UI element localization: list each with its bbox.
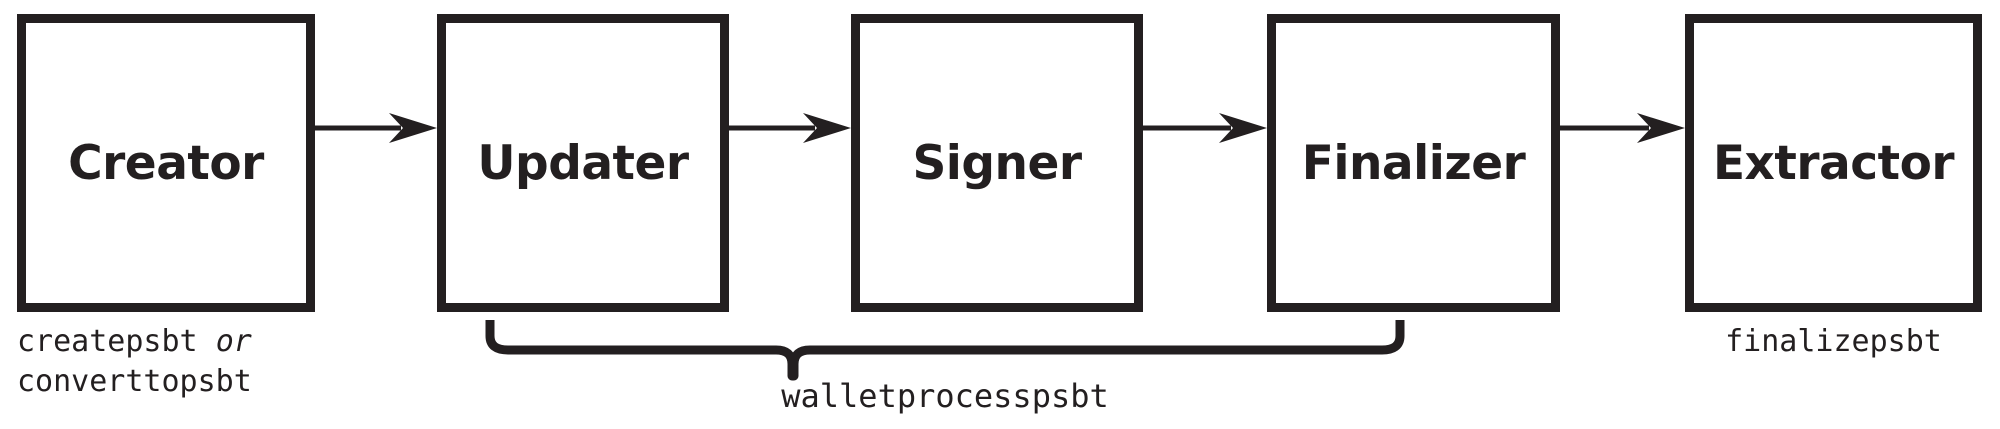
arrow-signer-to-finalizer [1143,113,1267,143]
stage-box-updater: Updater [437,14,729,312]
arrow-updater-to-signer [729,113,851,143]
caption-creator: createpsbt or converttopsbt [17,322,252,402]
stage-label-finalizer: Finalizer [1301,135,1526,191]
caption-extractor: finalizepsbt [1685,322,1982,362]
grouping-brace-icon [485,320,1405,381]
caption-creator-line1: createpsbt or [17,322,252,362]
brace-label-walletprocesspsbt: walletprocesspsbt [781,377,1109,415]
caption-extractor-command: finalizepsbt [1725,324,1942,359]
stage-label-creator: Creator [68,135,264,191]
arrow-creator-to-updater [315,113,437,143]
caption-creator-conjunction: or [215,324,252,359]
stage-label-updater: Updater [477,135,689,191]
stage-box-extractor: Extractor [1685,14,1982,312]
arrow-finalizer-to-extractor [1560,113,1685,143]
stage-label-signer: Signer [912,135,1082,191]
stage-box-signer: Signer [851,14,1143,312]
stage-box-creator: Creator [17,14,315,312]
stage-label-extractor: Extractor [1712,135,1955,191]
caption-creator-command-createpsbt: createpsbt [17,324,198,359]
caption-creator-line2: converttopsbt [17,363,252,399]
stage-box-finalizer: Finalizer [1267,14,1560,312]
